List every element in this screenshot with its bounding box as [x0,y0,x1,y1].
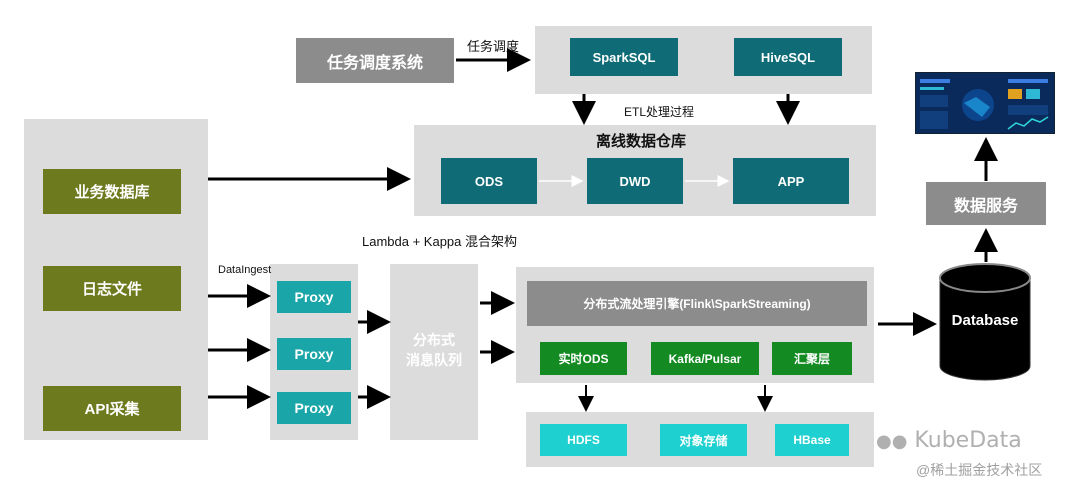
warehouse-title: 离线数据仓库 [596,133,687,150]
log-files-box: 日志文件 [43,266,181,311]
dashboard-thumbnail [915,72,1055,134]
kafka-pulsar-box: Kafka/Pulsar [651,342,759,375]
data-service-box: 数据服务 [926,182,1046,225]
app-box: APP [733,158,849,204]
dwd-box: DWD [587,158,683,204]
business-db-box: 业务数据库 [43,169,181,214]
mq-label-line1: 分布式 [413,332,455,348]
ods-box: ODS [441,158,537,204]
dataingest-label: DataIngest [218,264,272,276]
wechat-icon: ●● [876,431,908,452]
watermark-community: @稀土掘金技术社区 [916,462,1043,478]
scheduler-arrow-label: 任务调度 [467,39,520,54]
stream-engine-box: 分布式流处理引擎(Flink\SparkStreaming) [527,281,867,326]
proxy-box-3: Proxy [277,392,351,424]
scheduler-box: 任务调度系统 [296,38,454,83]
database-label: Database [951,312,1019,329]
hbase-box: HBase [775,424,849,456]
mq-label: 分布式 消息队列 [390,330,478,370]
mq-label-line2: 消息队列 [406,352,462,368]
object-storage-box: 对象存储 [660,424,747,456]
proxy-box-1: Proxy [277,281,351,313]
sparksql-box: SparkSQL [570,38,678,76]
aggregate-layer-box: 汇聚层 [772,342,852,375]
mq-panel [390,264,478,440]
etl-process-label: ETL处理过程 [624,105,695,119]
hivesql-box: HiveSQL [734,38,842,76]
watermark-brand: KubeData [914,428,1022,453]
dashboard-graphic [920,79,1049,130]
watermark-logo: ●● KubeData [876,428,1022,453]
realtime-ods-box: 实时ODS [540,342,627,375]
proxy-box-2: Proxy [277,338,351,370]
api-box: API采集 [43,386,181,431]
hdfs-box: HDFS [540,424,627,456]
database-cylinder [939,263,1031,381]
architecture-label: Lambda + Kappa 混合架构 [362,234,517,249]
